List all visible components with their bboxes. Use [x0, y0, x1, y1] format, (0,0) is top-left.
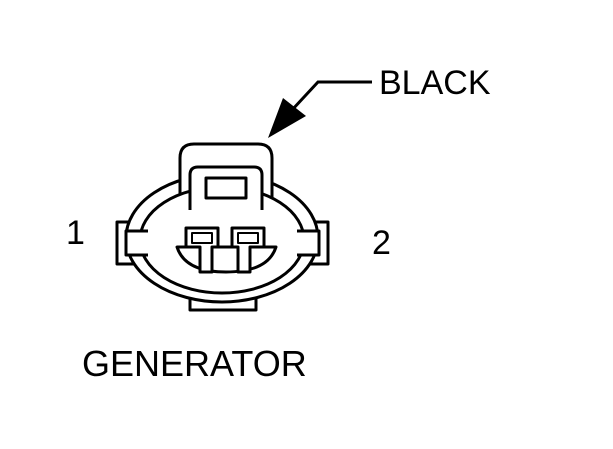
pin-2-label: 2	[372, 224, 391, 262]
pin-1-label: 1	[66, 214, 85, 252]
color-label: BLACK	[379, 64, 491, 102]
terminal-2	[230, 226, 266, 274]
terminal-1	[184, 226, 220, 274]
component-name: GENERATOR	[82, 343, 307, 384]
leader-arrow	[268, 80, 372, 138]
latch-window	[204, 176, 248, 200]
